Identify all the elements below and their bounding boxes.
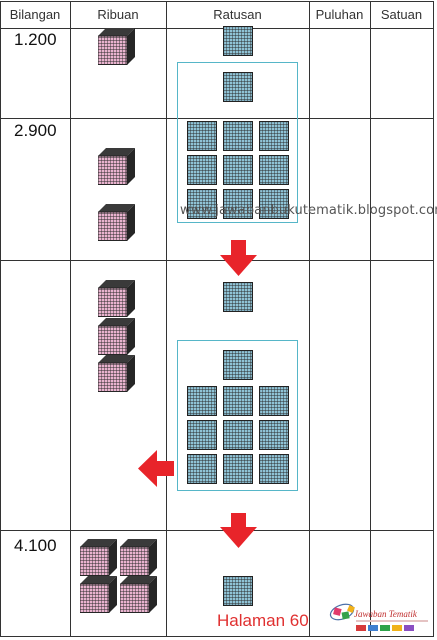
column-divider (166, 1, 167, 637)
thousand-cube-icon (120, 539, 157, 576)
regroup-frame (177, 340, 298, 491)
arrow-down-icon (220, 513, 257, 548)
column-divider (370, 1, 371, 637)
hundred-flat-icon (223, 72, 253, 102)
number-cell: 4.100 (14, 536, 57, 555)
hundred-flat-icon (223, 454, 253, 484)
page-number: Halaman 60 (217, 611, 309, 630)
table-border-left (0, 1, 1, 637)
hundred-flat-icon (259, 420, 289, 450)
arrow-down-icon (220, 240, 257, 276)
hundred-flat-icon (223, 121, 253, 151)
site-logo (320, 598, 432, 636)
header-satuan: Satuan (380, 6, 423, 22)
header-ribuan: Ribuan (97, 6, 139, 22)
thousand-cube-icon (98, 148, 135, 185)
hundred-flat-icon (223, 576, 253, 606)
hundred-flat-icon (187, 121, 217, 151)
hundred-flat-icon (259, 454, 289, 484)
hundred-flat-icon (223, 282, 253, 312)
watermark-text: www.jawabanbukutematik.blogspot.com (180, 203, 437, 218)
thousand-cube-icon (98, 280, 135, 317)
column-divider (70, 1, 71, 637)
header-divider (0, 28, 434, 29)
regroup-frame (177, 62, 298, 223)
hundred-flat-icon (259, 386, 289, 416)
thousand-cube-icon (98, 318, 135, 355)
hundred-flat-icon (187, 155, 217, 185)
column-divider (309, 1, 310, 637)
hundred-flat-icon (187, 420, 217, 450)
header-puluhan: Puluhan (315, 6, 364, 22)
hundred-flat-icon (223, 155, 253, 185)
arrow-left-icon (138, 450, 174, 487)
thousand-cube-icon (80, 539, 117, 576)
hundred-flat-icon (259, 155, 289, 185)
thousand-cube-icon (98, 204, 135, 241)
hundred-flat-icon (223, 26, 253, 56)
hundred-flat-icon (223, 386, 253, 416)
table-border-top (0, 1, 434, 2)
logo-text: Jawaban Tematik (354, 609, 417, 619)
hundred-flat-icon (187, 386, 217, 416)
table-border-bottom (0, 636, 434, 637)
hundred-flat-icon (187, 454, 217, 484)
hundred-flat-icon (223, 420, 253, 450)
thousand-cube-icon (98, 355, 135, 392)
hundred-flat-icon (259, 121, 289, 151)
number-cell: 1.200 (14, 30, 57, 49)
row-divider (0, 260, 434, 261)
thousand-cube-icon (120, 576, 157, 613)
table-border-right (433, 1, 434, 637)
thousand-cube-icon (80, 576, 117, 613)
row-divider (0, 118, 434, 119)
thousand-cube-icon (98, 28, 135, 65)
header-ratusan: Ratusan (213, 6, 262, 22)
header-bilangan: Bilangan (9, 6, 61, 22)
number-cell: 2.900 (14, 121, 57, 140)
hundred-flat-icon (223, 350, 253, 380)
row-divider (0, 530, 434, 531)
